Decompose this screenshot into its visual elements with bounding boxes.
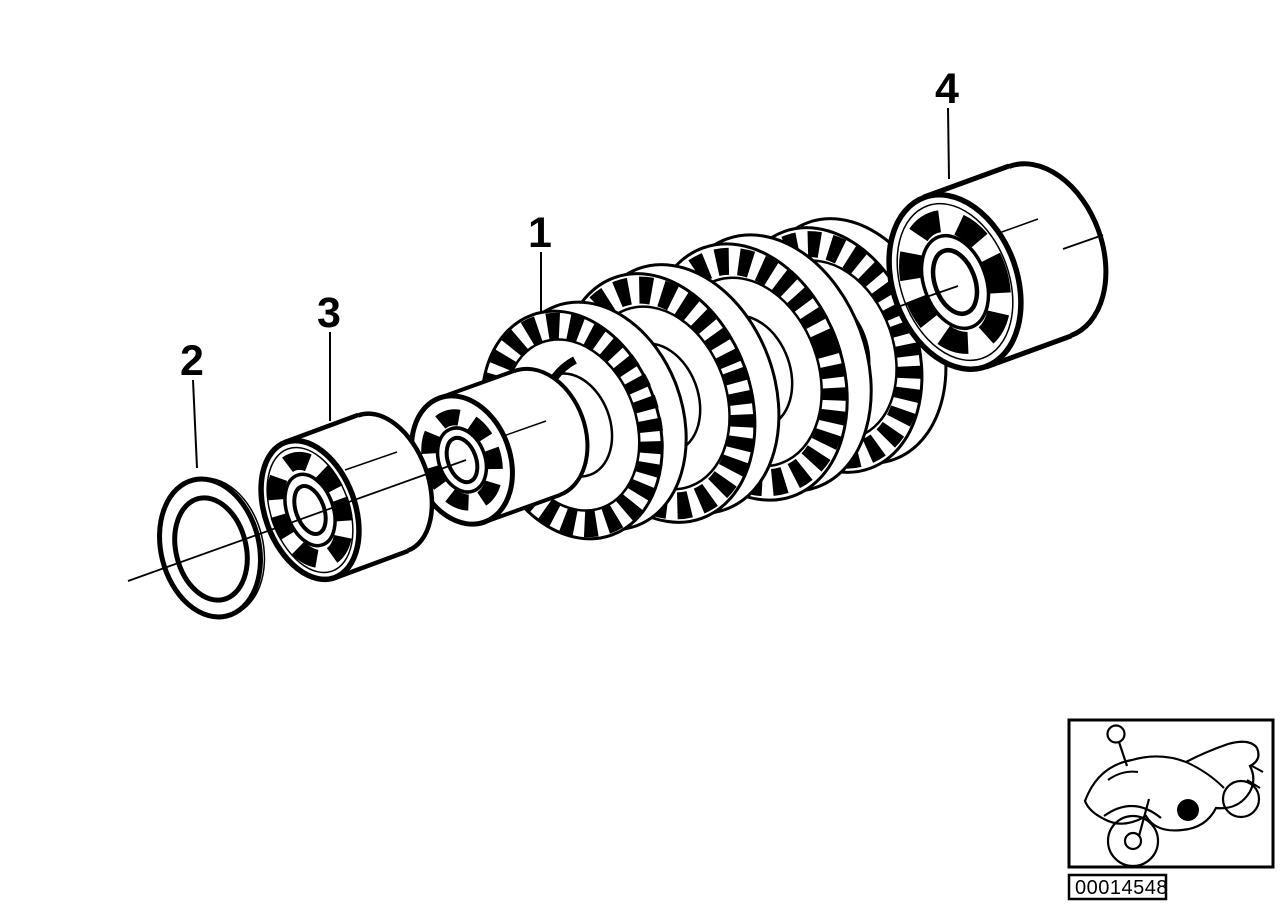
part-2-shim-ring-drawing <box>157 476 266 620</box>
callout-4-leader-line <box>947 107 950 180</box>
part-4-ball-bearing-drawing <box>886 161 1109 372</box>
callout-1-label[interactable]: 1 <box>528 209 552 257</box>
callout-1[interactable]: 1 <box>528 209 552 313</box>
image-number-label: 00014548 <box>1075 877 1168 899</box>
vehicle-thumbnail-box <box>1067 718 1275 869</box>
part-3-ball-bearing-drawing <box>258 411 435 583</box>
shaft-end-hub <box>409 366 590 527</box>
callout-4[interactable]: 4 <box>935 65 959 180</box>
callout-2-label[interactable]: 2 <box>180 337 204 385</box>
callout-2-leader-line <box>192 379 198 469</box>
callout-4-label[interactable]: 4 <box>935 65 959 113</box>
callout-3-label[interactable]: 3 <box>317 289 341 337</box>
motorcycle-icon <box>1083 724 1264 868</box>
center-axis-line <box>127 234 1104 582</box>
image-number-box: 00014548 <box>1067 873 1168 901</box>
callout-3[interactable]: 3 <box>317 289 341 421</box>
callout-2[interactable]: 2 <box>180 337 204 469</box>
part-1-gear-shaft-drawing <box>409 217 948 541</box>
part-location-dot <box>1177 799 1199 821</box>
